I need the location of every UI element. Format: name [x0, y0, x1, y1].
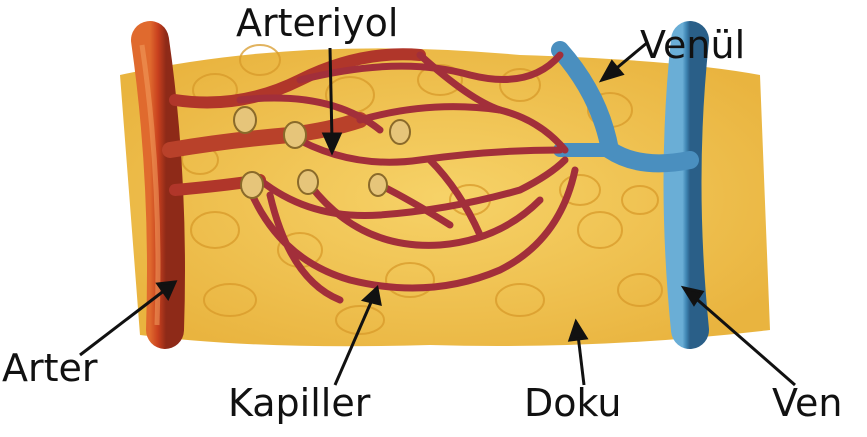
label-arter: Arter — [2, 349, 98, 387]
label-arteriyol: Arteriyol — [236, 4, 398, 42]
label-venul: Venül — [640, 26, 745, 64]
label-ven: Ven — [772, 384, 843, 422]
arrow-doku — [570, 322, 586, 385]
label-kapiller: Kapiller — [228, 384, 370, 422]
label-doku: Doku — [524, 384, 621, 422]
